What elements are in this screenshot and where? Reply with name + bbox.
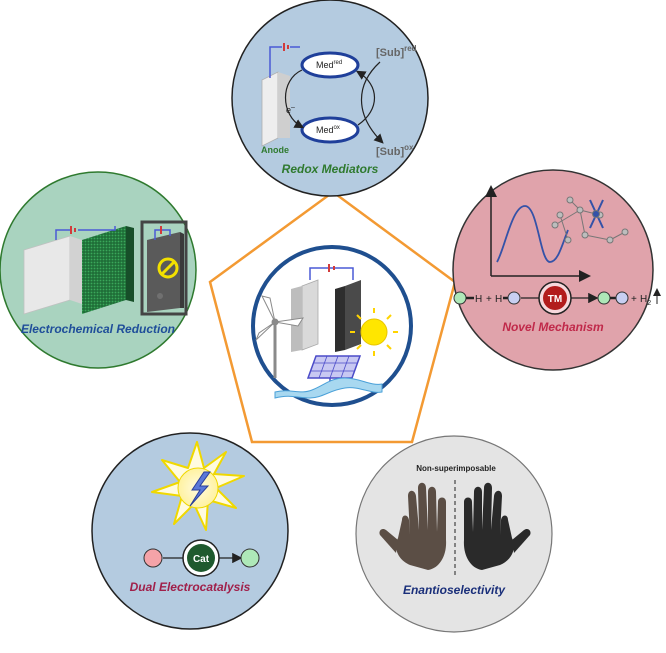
electrochemical-reduction-panel: Electrochemical Reduction	[0, 171, 197, 369]
tm-catalyst-badge: TM	[538, 281, 572, 315]
h2-label: H2	[640, 294, 651, 307]
dual-electrocatalysis-panel: Cat Dual Electrocatalysis	[91, 432, 289, 630]
center-energy-circle	[251, 245, 413, 407]
sub-ox-label: [Sub]ox	[376, 143, 414, 158]
enantioselectivity-title: Enantioselectivity	[403, 583, 506, 597]
dual-electrocatalysis-title: Dual Electrocatalysis	[130, 580, 251, 594]
svg-text:Cat: Cat	[193, 554, 210, 565]
crystal-structure-icon	[551, 196, 629, 244]
product-circle	[240, 548, 260, 568]
left-hand-icon	[379, 482, 447, 570]
enantioselectivity-panel: Non-superimposable Enantioselectivity	[355, 435, 553, 633]
redox-mediators-title: Redox Mediators	[282, 162, 379, 176]
electrochemical-reduction-title: Electrochemical Reduction	[21, 322, 175, 336]
h-left-label: H	[475, 294, 482, 305]
green-electrode	[82, 226, 126, 314]
redox-mediators-panel: Anode e– Medred Medox [Sub]red [Sub]ox R…	[231, 0, 429, 197]
right-hand-icon	[463, 482, 531, 570]
med-ox-label: Medox	[316, 125, 340, 135]
prohibited-icon	[157, 257, 179, 279]
med-red-ellipse	[300, 51, 360, 79]
forbidden-electrode-frame	[140, 220, 188, 316]
wind-turbine-icon	[255, 295, 304, 378]
med-ox-ellipse	[300, 116, 360, 144]
plus-sign-2: +	[631, 294, 637, 305]
sun-icon	[350, 308, 398, 356]
anode-label: Anode	[261, 145, 289, 155]
cycle-arrow-left	[284, 69, 305, 129]
med-red-label: Medred	[316, 60, 342, 70]
plus-sign-1: +	[486, 294, 492, 305]
green-atom	[453, 291, 467, 305]
grey-electrode	[23, 235, 71, 315]
novel-mechanism-title: Novel Mechanism	[502, 320, 604, 334]
energy-profile-curve	[496, 205, 569, 263]
non-superimposable-label: Non-superimposable	[416, 464, 496, 473]
sub-red-label: [Sub]red	[376, 44, 417, 59]
substrate-arrow	[360, 61, 384, 144]
water-stream	[274, 377, 383, 399]
svg-text:TM: TM	[548, 294, 562, 305]
blue-atom-product	[615, 291, 629, 305]
reactant-circle	[143, 548, 163, 568]
cycle-arrow-right	[355, 70, 375, 126]
h-mid-label: H	[495, 294, 502, 305]
green-atom-product	[597, 291, 611, 305]
novel-mechanism-panel: H + H TM + H2 Novel Mechanism	[452, 169, 661, 371]
electron-label: e–	[286, 104, 295, 115]
blue-atom-left	[507, 291, 521, 305]
lightning-bolt-icon	[189, 471, 211, 507]
sun-lightning-icon	[151, 441, 245, 531]
cat-catalyst-badge: Cat	[182, 539, 220, 577]
